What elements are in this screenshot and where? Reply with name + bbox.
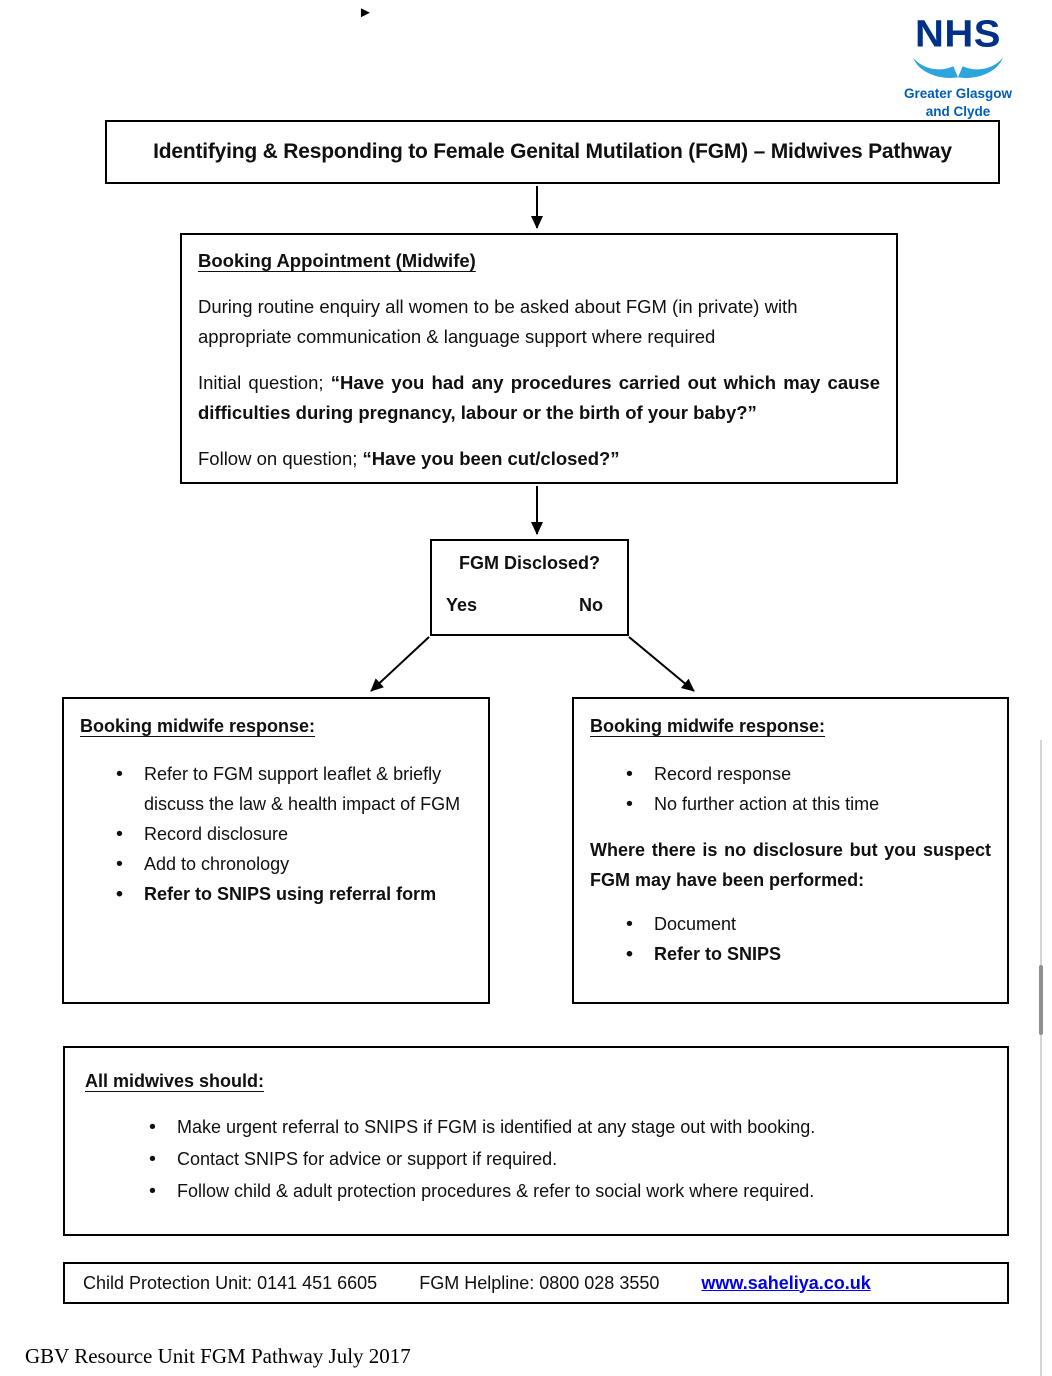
yes-response-box: Booking midwife response: Refer to FGM s… (62, 697, 490, 1004)
list-item: Contact SNIPS for advice or support if r… (147, 1143, 987, 1175)
nhs-org-name: Greater Glasgow and Clyde (900, 85, 1016, 120)
decision-no-label: No (579, 595, 603, 615)
all-midwives-list: Make urgent referral to SNIPS if FGM is … (147, 1111, 987, 1207)
list-item: Document (624, 909, 991, 939)
scrollbar-thumb[interactable] (1039, 965, 1043, 1035)
no-response-box: Booking midwife response: Record respons… (572, 697, 1009, 1004)
arrow-no-branch (628, 636, 695, 692)
list-item: Refer to FGM support leaflet & briefly d… (114, 759, 472, 819)
suspect-action-list: Document Refer to SNIPS (624, 909, 991, 969)
contact-info-bar: Child Protection Unit: 0141 451 6605 FGM… (63, 1262, 1009, 1304)
fgm-disclosed-decision-box: FGM Disclosed? Yes No (430, 539, 629, 636)
all-midwives-box: All midwives should: Make urgent referra… (63, 1046, 1009, 1236)
decision-question: FGM Disclosed? (458, 553, 601, 573)
all-midwives-heading: All midwives should: (85, 1071, 265, 1091)
suspect-note-text: Where there is no disclosure but you sus… (590, 840, 991, 890)
arrow-yes-branch (370, 636, 430, 692)
booking-appointment-box: Booking Appointment (Midwife) During rou… (180, 233, 898, 484)
booking-heading: Booking Appointment (Midwife) (198, 250, 476, 271)
yes-response-list: Refer to FGM support leaflet & briefly d… (114, 759, 472, 909)
decision-yes-label: Yes (446, 595, 478, 615)
no-response-list: Record response No further action at thi… (624, 759, 991, 819)
nhs-logo-text: NHS (915, 13, 1001, 55)
initial-question-quote: “Have you had any procedures carried out… (198, 372, 880, 423)
page-edge-line (1040, 740, 1042, 1376)
initial-question-label: Initial question; (198, 372, 331, 393)
page-title: Identifying & Responding to Female Genit… (105, 120, 1000, 184)
follow-question-text: Follow on question; “Have you been cut/c… (198, 444, 880, 474)
yes-response-heading: Booking midwife response: (80, 716, 316, 736)
saheliya-website-link[interactable]: www.saheliya.co.uk (701, 1272, 871, 1293)
list-item: Add to chronology (114, 849, 472, 879)
nhs-org-line1: Greater Glasgow (903, 86, 1013, 101)
list-item: No further action at this time (624, 789, 991, 819)
no-response-heading: Booking midwife response: (590, 716, 826, 736)
nhs-logo: NHS Greater Glasgow and Clyde (900, 14, 1016, 120)
cursor-arrow-icon: ► (358, 4, 373, 21)
list-item: Record response (624, 759, 991, 789)
follow-question-quote: “Have you been cut/closed?” (362, 448, 620, 469)
list-item: Make urgent referral to SNIPS if FGM is … (147, 1111, 987, 1143)
list-item: Refer to SNIPS (624, 939, 991, 969)
initial-question-text: Initial question; “Have you had any proc… (198, 368, 880, 428)
list-item: Record disclosure (114, 819, 472, 849)
nhs-wings-icon (913, 57, 1003, 78)
list-item: Follow child & adult protection procedur… (147, 1175, 987, 1207)
follow-question-label: Follow on question; (198, 448, 363, 469)
child-protection-contact: Child Protection Unit: 0141 451 6605 (83, 1272, 378, 1293)
document-footer: GBV Resource Unit FGM Pathway July 2017 (25, 1344, 411, 1368)
booking-intro-text: During routine enquiry all women to be a… (198, 296, 798, 347)
fgm-helpline-contact: FGM Helpline: 0800 028 3550 (419, 1272, 660, 1293)
list-item: Refer to SNIPS using referral form (114, 879, 472, 909)
nhs-org-line2: and Clyde (925, 103, 991, 119)
